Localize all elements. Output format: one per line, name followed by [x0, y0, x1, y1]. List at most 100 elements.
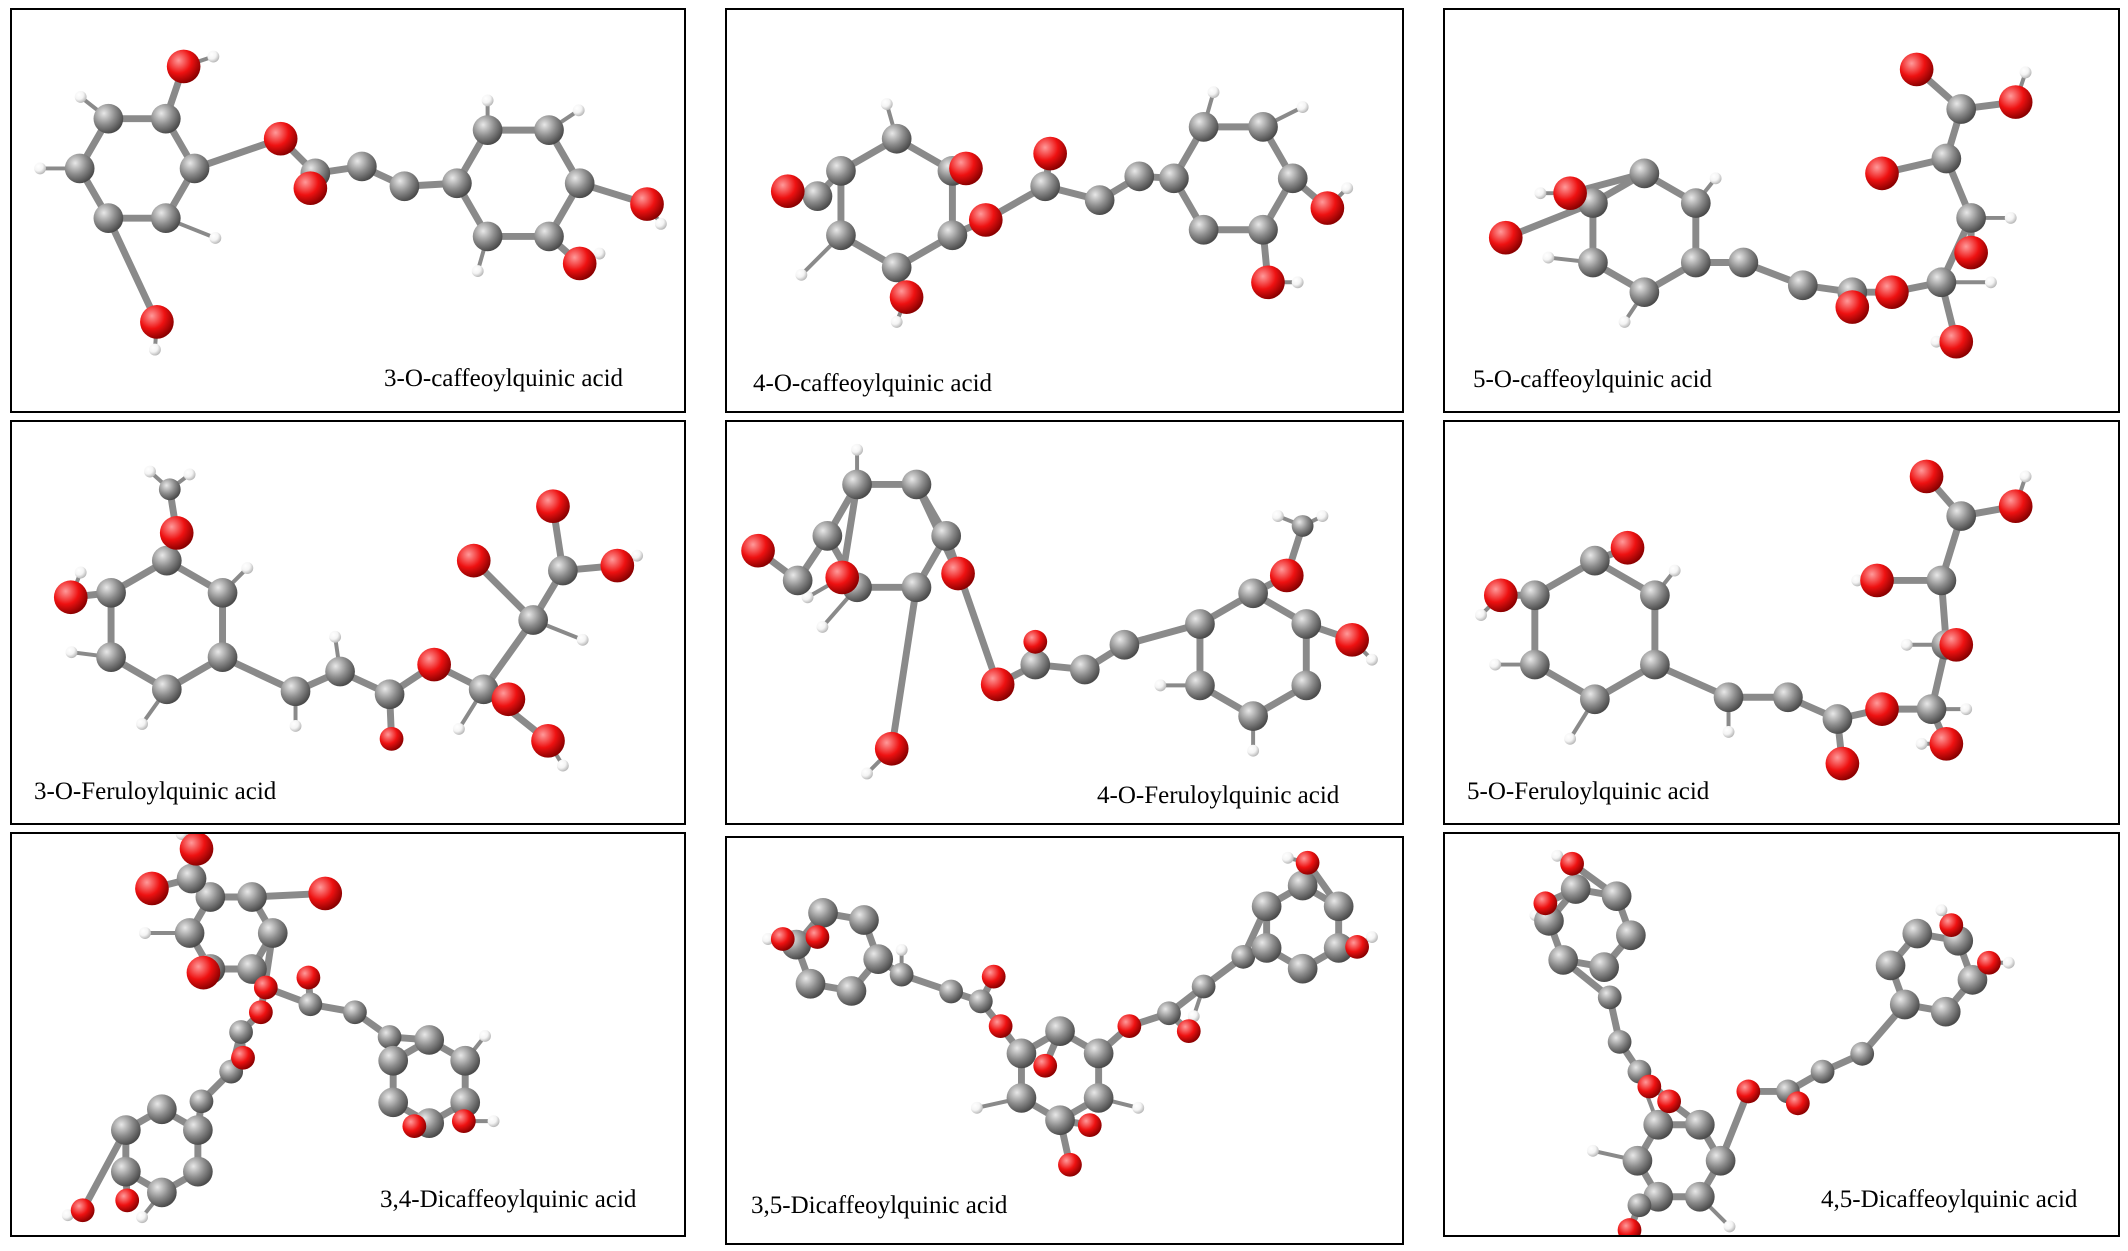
oxygen-atom: [70, 1198, 95, 1223]
oxygen-atom: [1058, 1152, 1082, 1177]
hydrogen-atom: [654, 217, 667, 230]
carbon-atom: [189, 1089, 214, 1114]
carbon-atom: [1926, 267, 1957, 298]
hydrogen-atom: [1489, 658, 1502, 671]
carbon-atom: [1580, 684, 1610, 715]
carbon-atom: [468, 674, 499, 705]
carbon-atom: [1519, 580, 1550, 611]
oxygen-atom: [1295, 850, 1320, 875]
carbon-atom: [1291, 515, 1314, 537]
oxygen-atom: [186, 955, 221, 990]
carbon-atom: [1188, 112, 1219, 142]
carbon-atom: [1191, 974, 1216, 999]
carbon-atom: [901, 572, 932, 603]
hydrogen-atom: [1207, 86, 1220, 99]
panel-label: 5-O-Feruloylquinic acid: [1467, 778, 1710, 805]
hydrogen-atom: [1271, 510, 1284, 523]
hydrogen-atom: [1366, 931, 1378, 943]
carbon-atom: [472, 221, 503, 252]
carbon-atom: [1889, 989, 1920, 1020]
hydrogen-atom: [1187, 1010, 1200, 1023]
carbon-atom: [298, 992, 323, 1017]
carbon-atom: [237, 882, 267, 912]
hydrogen-atom: [452, 722, 465, 735]
hydrogen-atom: [329, 630, 342, 643]
carbon-atom: [229, 1020, 253, 1044]
hydrogen-atom: [593, 247, 606, 260]
carbon-atom: [1622, 1145, 1653, 1176]
carbon-atom: [347, 151, 377, 182]
oxygen-atom: [1657, 1089, 1682, 1114]
panel-4-o-caffeoylquinic-acid: 4-O-caffeoylquinic acid: [725, 8, 1404, 413]
hydrogen-atom: [2019, 66, 2032, 79]
carbon-atom: [1616, 920, 1646, 951]
panel-5-o-caffeoylquinic-acid: 5-O-caffeoylquinic acid: [1443, 8, 2120, 413]
hydrogen-atom: [1316, 510, 1329, 523]
carbon-atom: [1931, 143, 1962, 174]
carbon-atom: [534, 221, 564, 252]
carbon-atom: [1248, 214, 1278, 245]
oxygen-atom: [263, 121, 298, 156]
panel-3-o-feruloylquinic-acid: 3-O-Feruloylquinic acid: [10, 420, 686, 825]
oxygen-atom: [1865, 156, 1899, 191]
panel-label: 5-O-caffeoylquinic acid: [1473, 366, 1713, 393]
carbon-atom: [1159, 163, 1189, 194]
carbon-atom: [1188, 214, 1219, 245]
oxygen-atom: [491, 682, 526, 717]
carbon-atom: [881, 123, 912, 154]
carbon-atom: [1629, 277, 1660, 308]
carbon-atom: [1705, 1145, 1736, 1176]
hydrogen-atom: [890, 315, 903, 328]
molecule-5-o-caffeoylquinic-acid: [1488, 52, 2033, 359]
oxygen-atom: [1939, 324, 1974, 359]
carbon-atom: [389, 171, 420, 202]
hydrogen-atom: [895, 943, 908, 956]
oxygen-atom: [1835, 290, 1870, 324]
molecule-3-o-caffeoylquinic-acid: [34, 49, 667, 356]
hydrogen-atom: [289, 720, 302, 732]
hydrogen-atom: [572, 104, 585, 117]
carbon-atom: [1548, 945, 1579, 975]
carbon-atom: [207, 577, 238, 608]
panel-label: 3,5-Dicaffeoylquinic acid: [751, 1192, 1008, 1219]
carbon-atom: [174, 918, 205, 948]
carbon-atom: [1684, 1109, 1715, 1140]
oxygen-atom: [770, 174, 805, 209]
carbon-atom: [826, 156, 856, 186]
oxygen-atom: [1865, 692, 1899, 726]
carbon-atom: [1248, 112, 1278, 142]
hydrogen-atom: [1365, 653, 1378, 666]
carbon-atom: [374, 679, 405, 710]
carbon-atom: [450, 1045, 481, 1076]
carbon-atom: [1251, 891, 1282, 922]
carbon-atom: [414, 1025, 445, 1055]
oxygen-atom: [1785, 1091, 1810, 1116]
hydrogen-atom: [1723, 1220, 1736, 1233]
oxygen-atom: [981, 964, 1006, 989]
hydrogen-atom: [880, 98, 893, 111]
carbon-atom: [179, 153, 210, 184]
carbon-atom: [812, 521, 843, 551]
hydrogen-atom: [1132, 1101, 1145, 1114]
carbon-atom: [968, 989, 993, 1014]
oxygen-atom: [1929, 726, 1964, 761]
oxygen-atom: [140, 305, 174, 339]
oxygen-atom: [1899, 52, 1934, 87]
carbon-atom: [64, 153, 95, 184]
oxygen-atom: [231, 1045, 255, 1070]
oxygen-atom: [1077, 1113, 1102, 1138]
carbon-atom: [1084, 185, 1115, 215]
carbon-atom: [1030, 171, 1061, 202]
carbon-atom: [1231, 944, 1256, 969]
carbon-atom: [881, 252, 912, 283]
carbon-atom: [257, 918, 288, 948]
carbon-atom: [1684, 1181, 1715, 1212]
carbon-atom: [1680, 188, 1711, 218]
molecule-3-4-dicaffeoylquinic-acid: [61, 834, 500, 1224]
oxygen-atom: [1736, 1079, 1761, 1104]
carbon-atom: [849, 905, 879, 935]
oxygen-atom: [1117, 1014, 1142, 1039]
carbon-atom: [1589, 952, 1619, 982]
oxygen-atom: [1939, 627, 1974, 662]
panel-label: 4-O-caffeoylquinic acid: [753, 370, 993, 397]
